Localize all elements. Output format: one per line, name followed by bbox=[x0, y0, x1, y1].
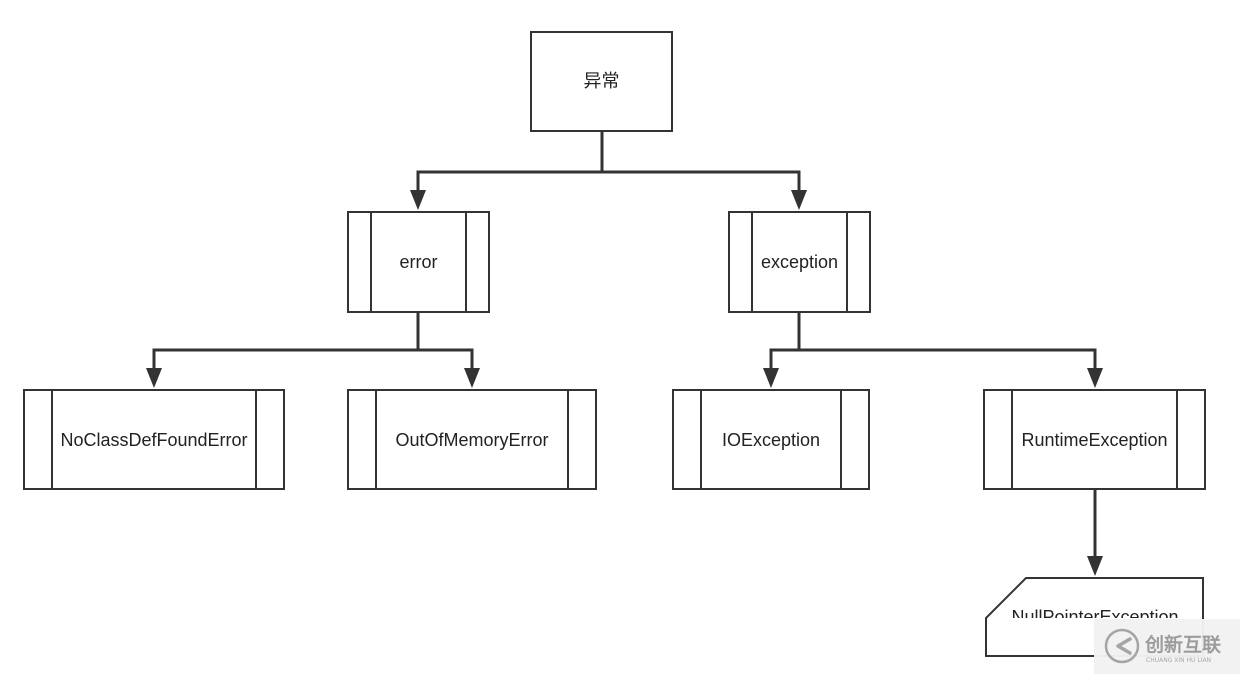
node-root[interactable]: 异常 bbox=[530, 31, 673, 132]
edge-exception-children bbox=[763, 312, 1103, 388]
edge-error-children bbox=[146, 312, 480, 388]
node-null-pointer-exception-label: NullPointerException bbox=[1011, 607, 1178, 627]
node-out-of-memory-error-label: OutOfMemoryError bbox=[395, 430, 548, 450]
node-error[interactable]: error bbox=[347, 211, 490, 313]
watermark-subtitle: CHUANG XIN HU LIAN bbox=[1146, 657, 1211, 664]
node-root-label: 异常 bbox=[584, 71, 620, 91]
node-runtime-exception-label: RuntimeException bbox=[1021, 430, 1167, 450]
logo-icon bbox=[1104, 628, 1140, 664]
node-runtime-exception[interactable]: RuntimeException bbox=[983, 389, 1206, 490]
node-no-class-def-found-error-label: NoClassDefFoundError bbox=[60, 430, 247, 450]
edge-root-children bbox=[410, 131, 807, 210]
node-exception-label: exception bbox=[761, 252, 838, 272]
edge-runtime-nullpointer bbox=[1087, 489, 1103, 576]
node-no-class-def-found-error[interactable]: NoClassDefFoundError bbox=[23, 389, 285, 490]
node-exception[interactable]: exception bbox=[728, 211, 871, 313]
watermark: 创新互联 CHUANG XIN HU LIAN bbox=[1094, 619, 1240, 674]
watermark-name: 创新互联 bbox=[1144, 633, 1221, 656]
node-io-exception[interactable]: IOException bbox=[672, 389, 870, 490]
node-io-exception-label: IOException bbox=[722, 430, 820, 450]
node-error-label: error bbox=[399, 252, 437, 272]
node-out-of-memory-error[interactable]: OutOfMemoryError bbox=[347, 389, 597, 490]
